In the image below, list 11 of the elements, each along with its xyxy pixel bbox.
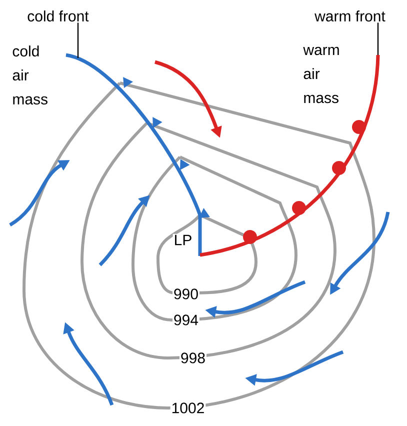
isobar-label: 1002	[170, 402, 206, 414]
isobar-label: 990	[172, 288, 200, 300]
region-label: cold air mass	[12, 46, 48, 104]
front-label: cold front	[28, 10, 89, 22]
leader-line	[377, 22, 379, 55]
leader-line	[77, 22, 79, 58]
front-label: warm front	[314, 10, 386, 22]
region-label: warm air mass	[303, 46, 339, 104]
isobar-label: 998	[179, 352, 206, 364]
isobar-label: 994	[172, 314, 200, 326]
pressure-center-label: LP	[172, 234, 194, 246]
